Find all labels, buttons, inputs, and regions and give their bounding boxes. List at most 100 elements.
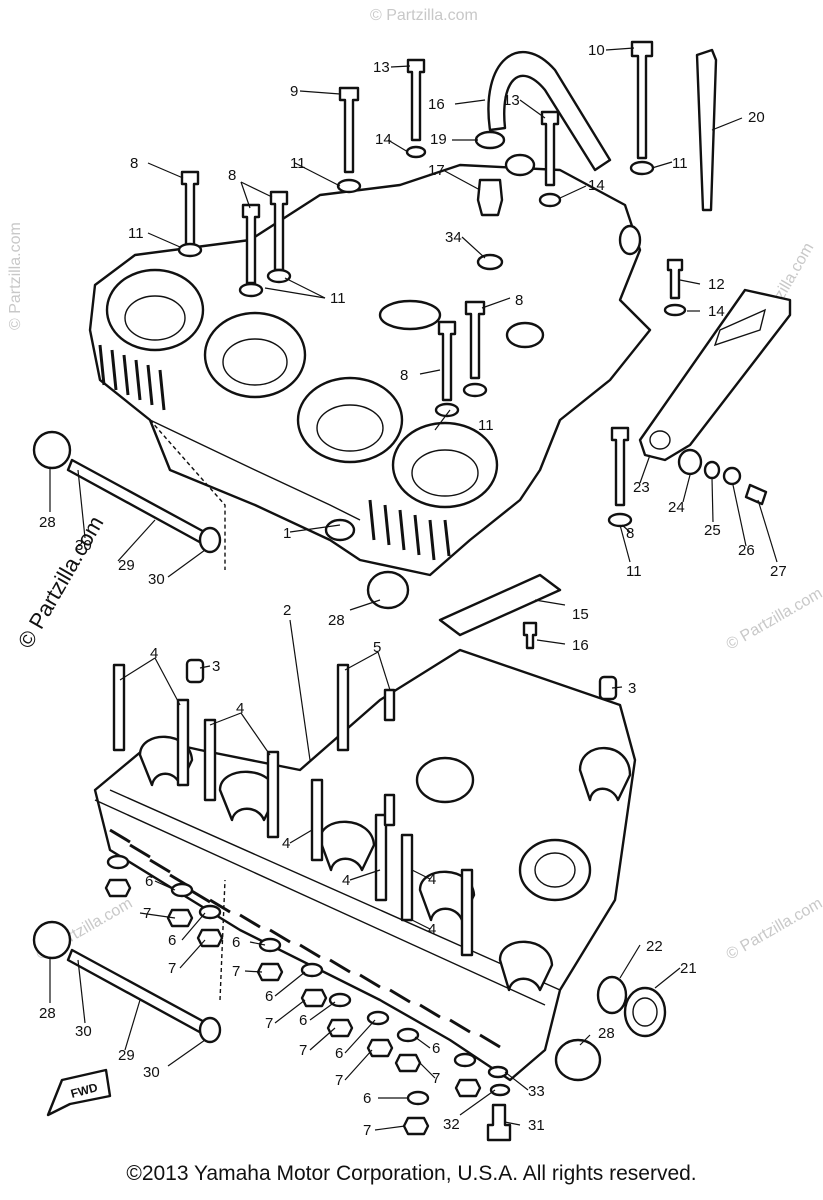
- callout-6: 6: [299, 1012, 307, 1029]
- callout-14: 14: [375, 131, 392, 148]
- callout-7: 7: [232, 963, 240, 980]
- callout-26: 26: [738, 542, 755, 559]
- watermark-right-bottom: © Partzilla.com: [724, 895, 823, 964]
- watermark-left: © Partzilla.com: [7, 222, 24, 330]
- callout-5: 5: [373, 639, 381, 656]
- callout-14: 14: [708, 303, 725, 320]
- watermark-top: © Partzilla.com: [370, 7, 478, 24]
- callout-2: 2: [283, 602, 291, 619]
- callout-28: 28: [328, 612, 345, 629]
- oil-hose: [487, 50, 612, 172]
- callout-15: 15: [572, 606, 589, 623]
- callout-7: 7: [432, 1070, 440, 1087]
- callout-10: 10: [588, 42, 605, 59]
- copyright-notice: ©2013 Yamaha Motor Corporation, U.S.A. A…: [126, 1162, 697, 1185]
- callout-6: 6: [168, 932, 176, 949]
- damper: [677, 448, 703, 476]
- collar: [703, 460, 721, 480]
- hose-clip: [474, 130, 506, 150]
- cover-plate: [438, 573, 562, 637]
- o-ring: [596, 975, 628, 1015]
- callout-18: 16: [428, 96, 445, 113]
- fwd-label: FWD: [69, 1080, 99, 1101]
- callout-28: 28: [39, 1005, 56, 1022]
- callout-31: 31: [528, 1117, 545, 1134]
- callout-17: 17: [428, 162, 445, 179]
- callout-6: 6: [265, 988, 273, 1005]
- callout-33: 33: [528, 1083, 545, 1100]
- callout-7: 7: [299, 1042, 307, 1059]
- nut: [744, 483, 768, 506]
- callout-13: 13: [373, 59, 390, 76]
- callout-9: 9: [290, 83, 298, 100]
- callout-21: 21: [680, 960, 697, 977]
- callout-6: 6: [363, 1090, 371, 1107]
- callout-19: 19: [430, 131, 447, 148]
- mount-damper-upper: [32, 430, 72, 470]
- lower-crankcase: [93, 648, 637, 1082]
- callout-11: 11: [290, 155, 306, 172]
- callout-27: 27: [770, 563, 787, 580]
- callout-7: 7: [143, 905, 151, 922]
- forward-arrow-icon: FWD: [46, 1068, 112, 1117]
- mount-damper-rear: [554, 1038, 602, 1082]
- callout-4: 4: [342, 872, 350, 889]
- wire-band: [695, 48, 718, 212]
- callout-16: 16: [572, 637, 589, 654]
- callout-8: 8: [400, 367, 408, 384]
- dowel-pin-left: [185, 658, 205, 684]
- callout-13: 13: [503, 92, 520, 109]
- plate-washer: [722, 466, 742, 486]
- upper-washers: [177, 145, 687, 528]
- callout-30: 30: [143, 1064, 160, 1081]
- callout-4: 4: [428, 921, 436, 938]
- callout-8: 8: [228, 167, 236, 184]
- callout-1: 1: [283, 525, 291, 542]
- callout-30: 30: [148, 571, 165, 588]
- callout-11: 11: [672, 155, 688, 172]
- callout-28: 28: [39, 514, 56, 531]
- callout-20: 20: [748, 109, 765, 126]
- callout-25: 25: [704, 522, 721, 539]
- callout-12: 12: [708, 276, 725, 293]
- callout-4: 4: [282, 835, 290, 852]
- callout-7: 7: [265, 1015, 273, 1032]
- callout-14: 14: [588, 177, 605, 194]
- callout-4: 4: [150, 645, 158, 662]
- callout-22: 22: [646, 938, 663, 955]
- callout-8: 8: [626, 525, 634, 542]
- callout-30: 30: [75, 537, 92, 554]
- callout-11: 11: [626, 563, 642, 580]
- callout-34: 34: [445, 229, 462, 246]
- crankcase-exploded-diagram: © Partzilla.com © Partzilla.com © Partzi…: [7, 7, 823, 1142]
- callout-8: 8: [130, 155, 138, 172]
- watermark-main: © Partzilla.com: [13, 512, 109, 653]
- callout-3: 3: [628, 680, 636, 697]
- mount-damper-lower: [32, 920, 72, 960]
- callout-6: 6: [145, 873, 153, 890]
- lower-fins: [109, 828, 501, 1049]
- oil-fitting: [476, 178, 504, 217]
- cover-plug: [623, 986, 667, 1038]
- callout-29: 29: [118, 557, 135, 574]
- callout-4: 4: [428, 871, 436, 888]
- upper-fins: [98, 344, 451, 561]
- callout-28: 28: [598, 1025, 615, 1042]
- watermark-right-lower: © Partzilla.com: [724, 585, 823, 654]
- callout-32: 32: [443, 1116, 460, 1133]
- callout-7: 7: [168, 960, 176, 977]
- callout-11: 11: [128, 225, 144, 242]
- callout-8: 8: [515, 292, 523, 309]
- callout-6: 6: [335, 1045, 343, 1062]
- callout-6: 6: [232, 934, 240, 951]
- upper-bolts: [180, 40, 684, 650]
- upper-crankcase: [88, 153, 652, 577]
- callout-7: 7: [335, 1072, 343, 1089]
- callout-11: 11: [330, 290, 346, 307]
- callout-23: 23: [633, 479, 650, 496]
- lower-studs: [112, 663, 474, 957]
- callout-30: 30: [75, 1023, 92, 1040]
- leader-lines: [49, 47, 778, 1131]
- callout-6: 6: [432, 1040, 440, 1057]
- lower-washers-nuts: [104, 854, 512, 1142]
